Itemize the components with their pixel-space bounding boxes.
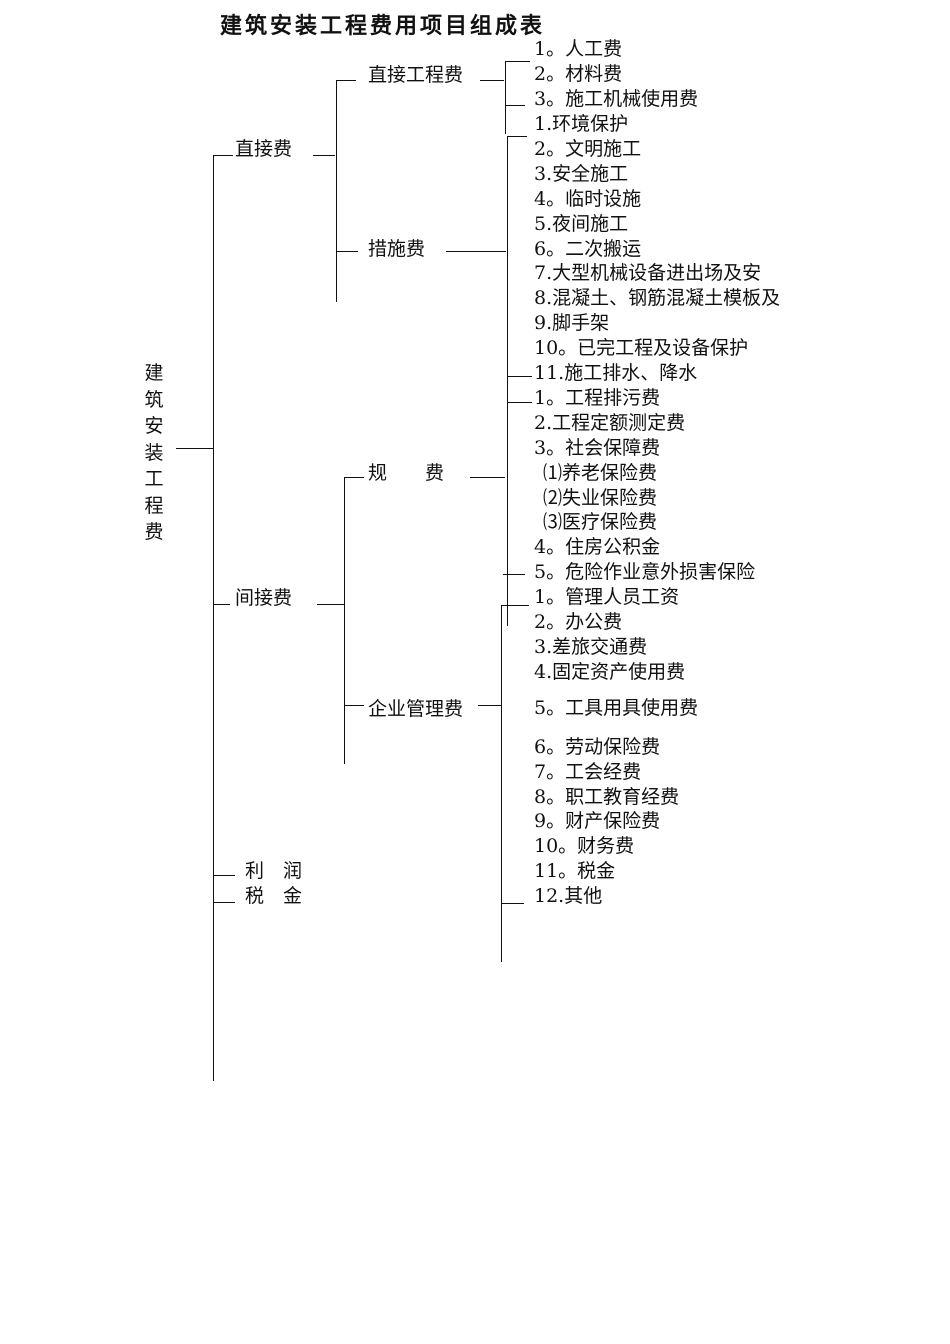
direct-sub-bracket [336,80,337,302]
profit-connector [213,875,235,876]
list-item: 4.固定资产使用费 [534,661,686,683]
bracket-tick [505,61,530,62]
list-item: ⑵失业保险费 [543,487,658,509]
root-label-char: 装 [144,441,164,464]
list-item: ⑴养老保险费 [543,462,658,484]
list-item: 7。工会经费 [534,761,642,783]
list-item: 10。已完工程及设备保护 [534,337,749,359]
root-label-char: 程 [144,494,164,517]
list-item: 12.其他 [534,885,603,907]
list-item: 2。文明施工 [534,138,642,160]
list-item: 1。人工费 [534,38,623,60]
regulatory-connector [344,477,364,478]
root-connector [176,448,213,449]
list-item: 1。管理人员工资 [534,586,680,608]
list-item: 2.工程定额测定费 [534,412,686,434]
measures-connector [336,251,358,252]
bracket-tick [503,574,525,575]
list-item: 1。工程排污费 [534,387,661,409]
list-item: 2。材料费 [534,63,623,85]
bracket-tick [507,376,532,377]
level1-tax: 税 金 [245,885,303,907]
list-item: 11.施工排水、降水 [534,362,698,384]
list-item: 5。危险作业意外损害保险 [534,561,756,583]
level1-indirect: 间接费 [235,587,293,609]
bracket-tick [507,136,527,137]
list-item: 5。工具用具使用费 [534,697,699,719]
root-label: 建筑安装工程费 [142,360,166,546]
level1-direct: 直接费 [235,138,293,160]
bracket-tick [507,402,532,403]
list-item: 3.差旅交通费 [534,636,648,658]
level2-measures: 措施费 [368,238,426,260]
list-item: 8。职工教育经费 [534,786,680,808]
list-item: 10。财务费 [534,835,635,857]
list-item: ⑶医疗保险费 [543,511,658,533]
list-item: 4。临时设施 [534,188,642,210]
enterprise-management-connector [344,705,364,706]
indirect-connector [213,604,230,605]
list-item: 2。办公费 [534,611,623,633]
list-item: 3.安全施工 [534,163,629,185]
list-item: 11。税金 [534,860,616,882]
enterprise-management-bracket [501,605,502,962]
measures-bracket [507,136,508,626]
list-item: 5.夜间施工 [534,213,629,235]
list-item: 3。社会保障费 [534,437,661,459]
measures-out-connector [446,251,506,252]
list-item: 4。住房公积金 [534,536,661,558]
indirect-to-sub-connector [317,604,344,605]
list-item: 1.环境保护 [534,113,629,135]
enterprise-management-out-connector [478,705,502,706]
list-item: 6。劳动保险费 [534,736,661,758]
bracket-tick [505,105,525,106]
list-item: 6。二次搬运 [534,238,642,260]
root-label-char: 建 [144,362,164,384]
bracket-tick [501,605,529,606]
direct-engineering-connector [336,80,356,81]
direct-engineering-bracket [505,61,506,134]
level2-enterprise-management: 企业管理费 [368,698,464,720]
list-item: 9。财产保险费 [534,810,661,832]
direct-to-sub-connector [313,155,335,156]
level2-regulatory: 规 费 [368,462,445,484]
indirect-sub-bracket [344,477,345,764]
direct-engineering-out-connector [480,80,504,81]
level1-profit: 利 润 [245,860,303,882]
list-item: 7.大型机械设备进出场及安 [534,262,762,284]
root-label-char: 工 [144,468,164,490]
direct-connector [213,155,233,156]
list-item: 8.混凝土、钢筋混凝土模板及 [534,287,781,309]
level2-direct-engineering: 直接工程费 [368,64,464,86]
page-title: 建筑安装工程费用项目组成表 [220,14,546,39]
list-item: 9.脚手架 [534,312,610,334]
root-label-char: 安 [144,415,164,437]
regulatory-out-connector [470,477,505,478]
root-label-char: 筑 [144,388,164,411]
tax-connector [213,902,235,903]
main-trunk-line [213,155,214,1081]
bracket-tick [501,903,524,904]
root-label-char: 费 [144,521,164,543]
list-item: 3。施工机械使用费 [534,88,699,110]
